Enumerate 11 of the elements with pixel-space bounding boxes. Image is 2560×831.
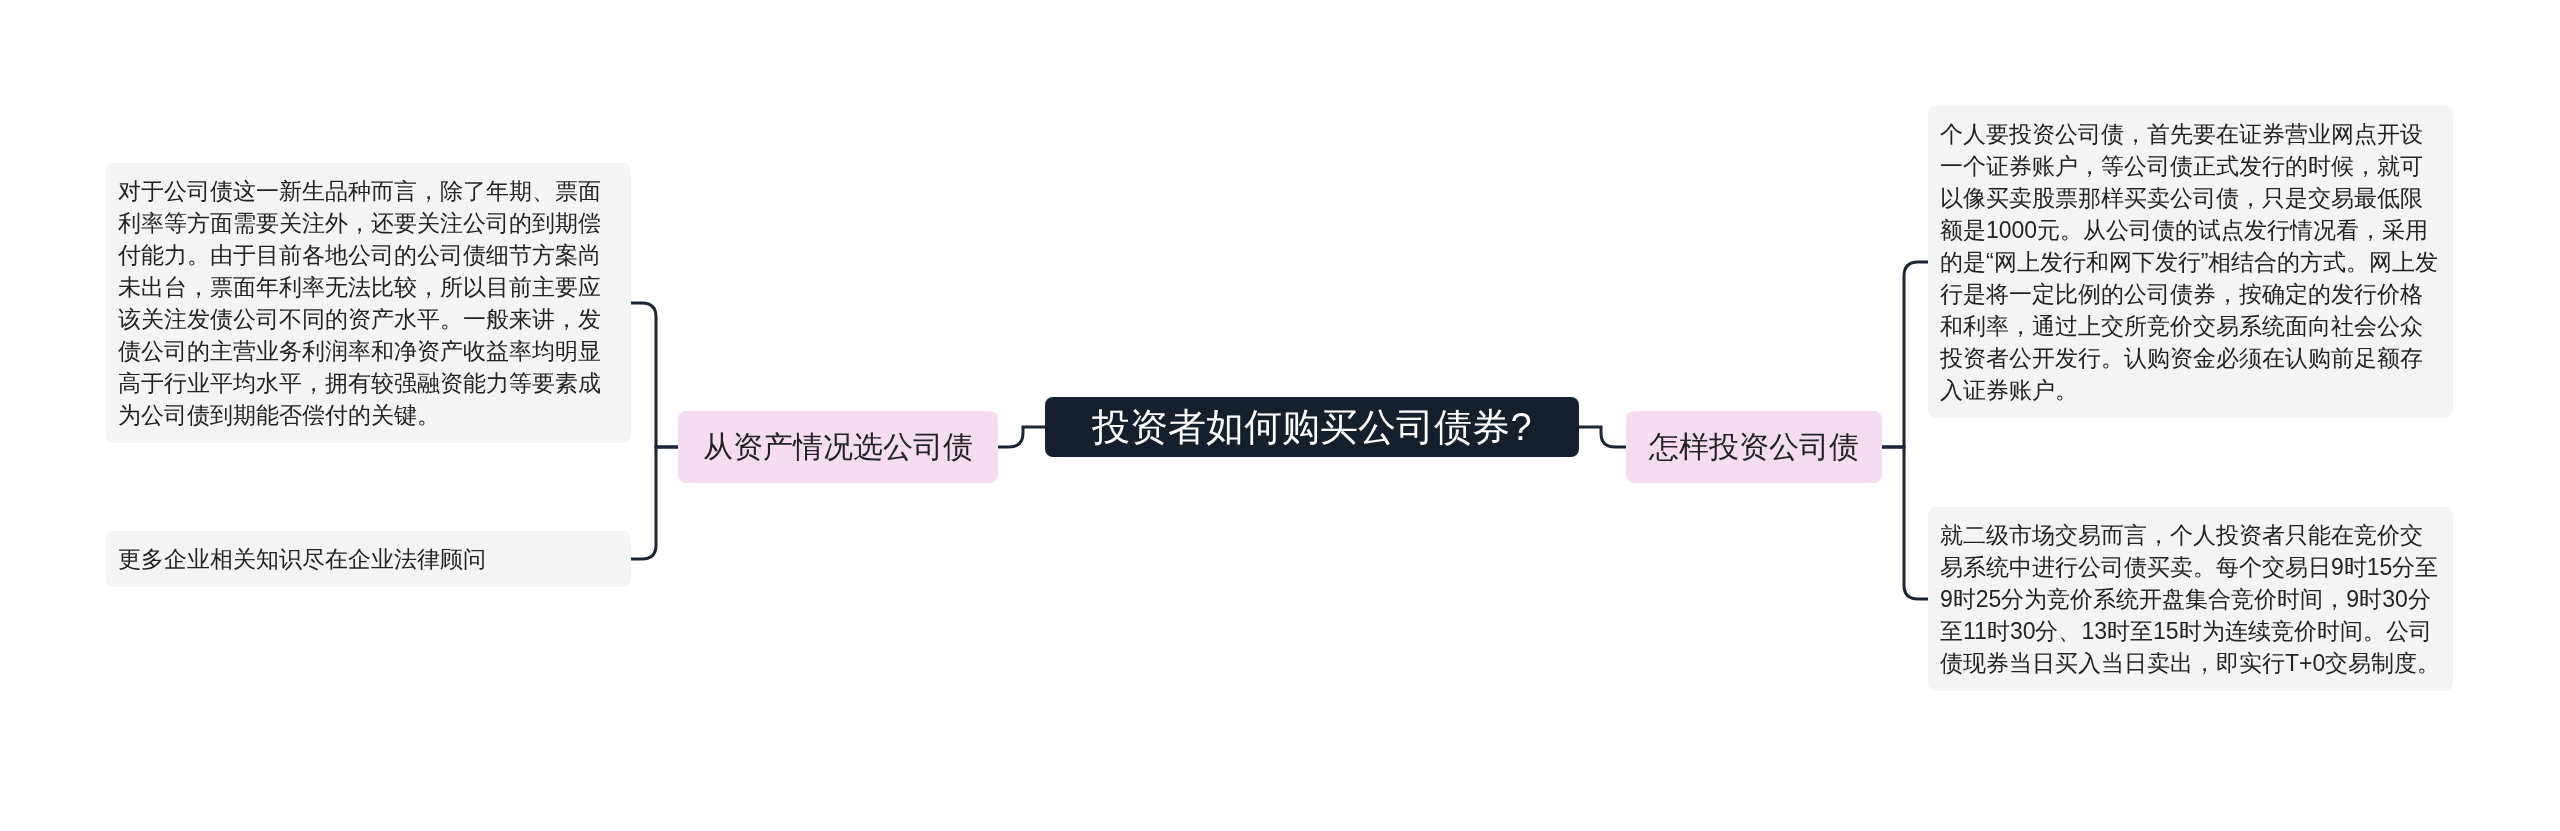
connector-line bbox=[1882, 445, 1928, 601]
topic-box: 怎样投资公司债 bbox=[1626, 411, 1882, 483]
note-box: 个人要投资公司债，首先要在证券营业网点开设一个证券账户，等公司债正式发行的时候，就可以像买卖股票那样买卖公司债，只是交易最低限额是1000元。从公司债的试点发行情况看，采用的是“网上发行和网下发行”相结合的方式。网上发行是将一定比例的公司债券，按确定的发行价格和利率，通过上交所竞价交易系统面向社会公众投资者公开发行。认购资金必须在认购前足额存入证券账户。 bbox=[1928, 106, 2453, 418]
connector-line bbox=[631, 445, 678, 561]
connector-line bbox=[1579, 425, 1626, 449]
note-box: 就二级市场交易而言，个人投资者只能在竞价交易系统中进行公司债买卖。每个交易日9时15分至9时25分为竞价系统开盘集合竞价时间，9时30分至11时30分、13时至15时为连续竞价时间。公司债现券当日买入当日卖出，即实行T+0交易制度。 bbox=[1928, 507, 2453, 691]
note-box: 更多企业相关知识尽在企业法律顾问 bbox=[106, 531, 631, 587]
central-topic: 投资者如何购买公司债券? bbox=[1045, 397, 1579, 457]
topic-box: 从资产情况选公司债 bbox=[678, 411, 998, 483]
note-box: 对于公司债这一新生品种而言，除了年期、票面利率等方面需要关注外，还要关注公司的到期偿付能力。由于目前各地公司的公司债细节方案尚未出台，票面年利率无法比较，所以目前主要应该关注发债公司不同的资产水平。一般来讲，发债公司的主营业务利润率和净资产收益率均明显高于行业平均水平，拥有较强融资能力等要素成为公司债到期能否偿付的关键。 bbox=[106, 163, 631, 443]
connector-line bbox=[998, 425, 1045, 449]
